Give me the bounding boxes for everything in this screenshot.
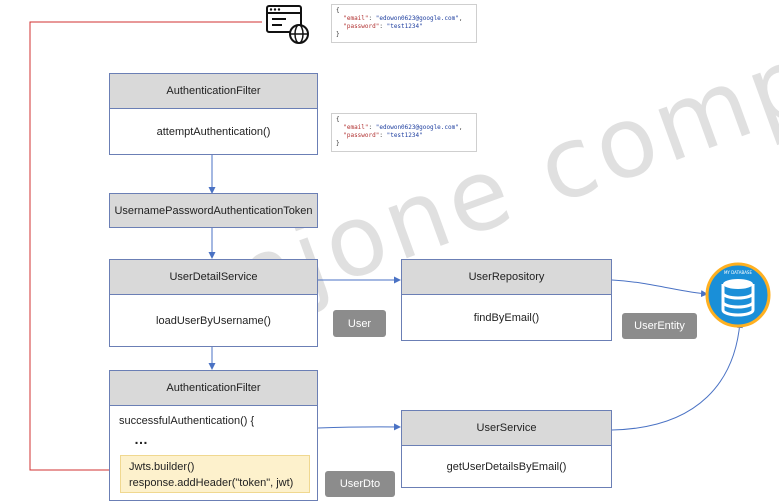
- return-line: [29, 21, 262, 471]
- database-label: MY DATABASE: [724, 270, 752, 275]
- user-dto-tag: UserDto: [325, 471, 395, 497]
- user-repository-title: UserRepository: [402, 260, 611, 295]
- user-tag: User: [333, 310, 386, 337]
- json-payload-top: { "email": "edowon0623@google.com", "pas…: [331, 4, 477, 43]
- ellipsis-text: …: [134, 431, 148, 447]
- database-icon: MY DATABASE: [705, 262, 771, 328]
- user-detail-service-title: UserDetailService: [110, 260, 317, 295]
- authentication-filter-success-title: AuthenticationFilter: [110, 371, 317, 406]
- find-by-email-method: findByEmail(): [473, 312, 540, 324]
- authentication-filter-success-box: AuthenticationFilter successfulAuthentic…: [109, 370, 318, 501]
- user-detail-service-box: UserDetailService loadUserByUsername(): [109, 259, 318, 347]
- attempt-authentication-method: attemptAuthentication(): [156, 126, 271, 138]
- user-repository-box: UserRepository findByEmail(): [401, 259, 612, 341]
- user-service-title: UserService: [402, 411, 611, 446]
- browser-web-icon: [266, 5, 309, 44]
- arrow-repo-to-db: [611, 279, 708, 298]
- authentication-filter-title: AuthenticationFilter: [110, 74, 317, 109]
- jwt-code-block: Jwts.builder() response.addHeader("token…: [120, 455, 310, 493]
- token-box: UsernamePasswordAuthenticationToken: [109, 193, 318, 228]
- authentication-filter-box: AuthenticationFilter attemptAuthenticati…: [109, 73, 318, 155]
- user-service-box: UserService getUserDetailsByEmail(): [401, 410, 612, 488]
- load-user-by-username-method: loadUserByUsername(): [156, 315, 271, 327]
- token-title: UsernamePasswordAuthenticationToken: [114, 204, 313, 217]
- user-entity-tag: UserEntity: [622, 313, 697, 339]
- add-header-line: response.addHeader("token", jwt): [129, 477, 294, 489]
- arrow-service-to-db: [611, 321, 743, 431]
- jwt-builder-line: Jwts.builder(): [129, 461, 195, 473]
- successful-authentication-method: successfulAuthentication() {: [119, 415, 255, 427]
- get-user-details-by-email-method: getUserDetailsByEmail(): [446, 461, 567, 473]
- json-payload-mid: { "email": "edowon0623@google.com", "pas…: [331, 113, 477, 152]
